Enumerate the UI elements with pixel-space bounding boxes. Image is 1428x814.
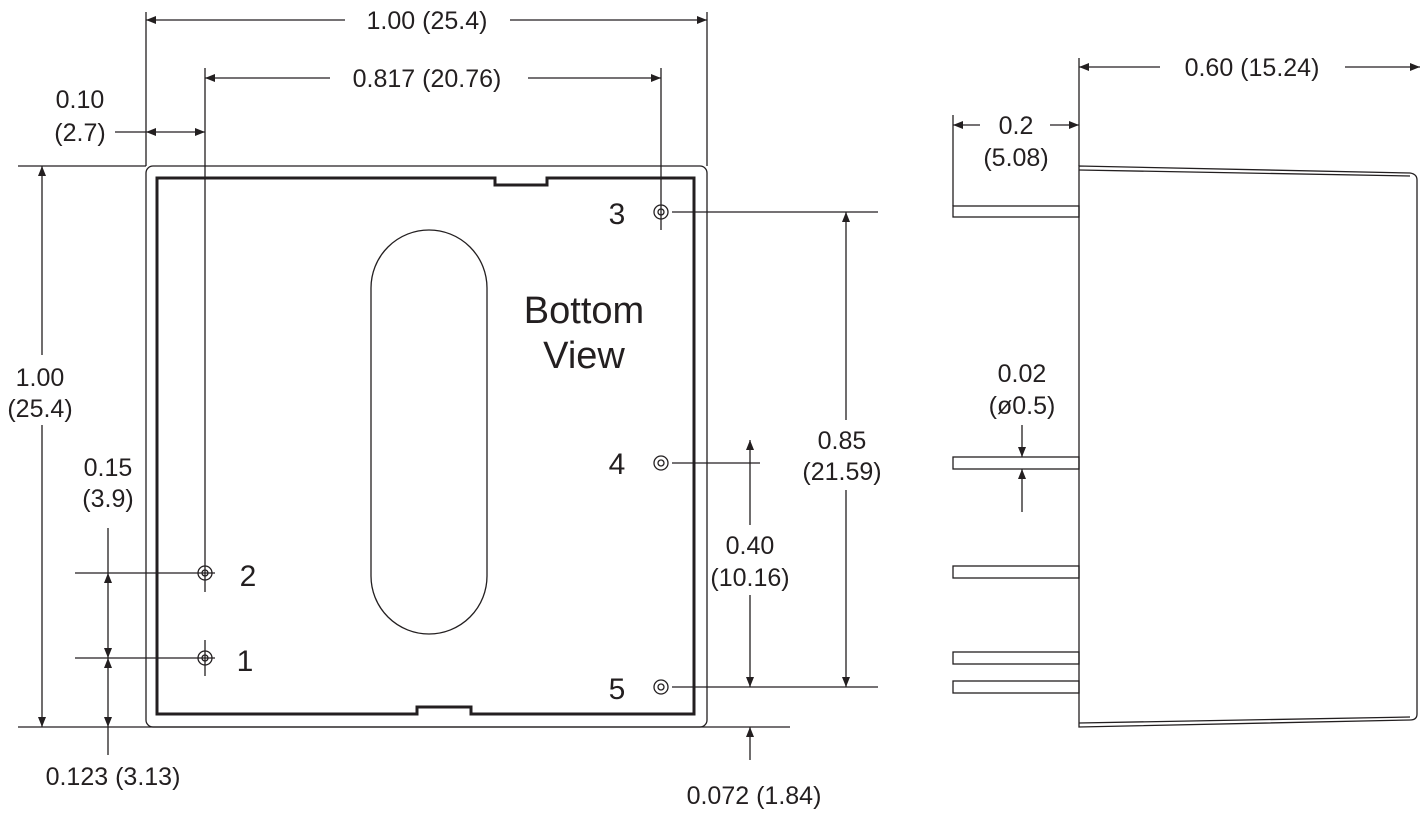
dim-pin-len-mm: (5.08): [983, 144, 1048, 172]
side-pin: [952, 205, 1080, 218]
side-view-dimensions: 0.60 (15.24) 0.2 (5.08) 0.02 (ø0.5): [952, 54, 1420, 512]
dim-pin5-edge: 0.072 (1.84): [687, 782, 822, 810]
pin-5: [653, 679, 669, 695]
dim-pin-span: 0.817 (20.76): [353, 65, 502, 93]
dim-depth: 0.60 (15.24): [1185, 54, 1320, 82]
pin-label-1: 1: [237, 645, 254, 678]
pin-label-4: 4: [609, 448, 626, 481]
dim-height-mm: (25.4): [7, 395, 72, 423]
side-pin: [952, 651, 1080, 665]
side-pin: [952, 565, 1080, 579]
dim-pin-offset-in: 0.10: [56, 86, 105, 114]
inner-case: [155, 176, 696, 716]
dim-pin35-mm: (21.59): [802, 458, 881, 486]
dim-pin-dia-mm: (ø0.5): [989, 392, 1056, 420]
bottom-view-dimensions: 1.00 (25.4) 0.817 (20.76) 0.10 (2.7) 1.0…: [7, 7, 881, 810]
outer-case: [145, 165, 708, 728]
dim-height-in: 1.00: [16, 364, 65, 392]
side-case: [1078, 165, 1418, 728]
dim-pin-offset-mm: (2.7): [54, 119, 105, 147]
side-pin: [952, 456, 1080, 470]
dim-pin12-in: 0.15: [84, 454, 133, 482]
dim-pin1-edge: 0.123 (3.13): [46, 763, 181, 791]
dim-pin-dia-in: 0.02: [998, 360, 1047, 388]
bottom-view: 3 4 5 2 1 Bottom View: [145, 165, 708, 728]
pin-4: [653, 455, 669, 471]
dim-pin12-mm: (3.9): [82, 485, 133, 513]
view-title-line1: Bottom: [524, 290, 644, 332]
dim-pin45-mm: (10.16): [710, 564, 789, 592]
view-title-line2: View: [543, 335, 625, 377]
oval-window: [370, 229, 488, 635]
dim-pin45-in: 0.40: [726, 532, 775, 560]
pin-label-2: 2: [240, 560, 257, 593]
pin-label-3: 3: [609, 198, 626, 231]
dim-width: 1.00 (25.4): [367, 7, 488, 35]
dim-pin35-in: 0.85: [818, 427, 867, 455]
dim-pin-len-in: 0.2: [999, 112, 1034, 140]
pin-label-5: 5: [609, 673, 626, 706]
side-view: [952, 165, 1418, 728]
side-pin: [952, 680, 1080, 694]
